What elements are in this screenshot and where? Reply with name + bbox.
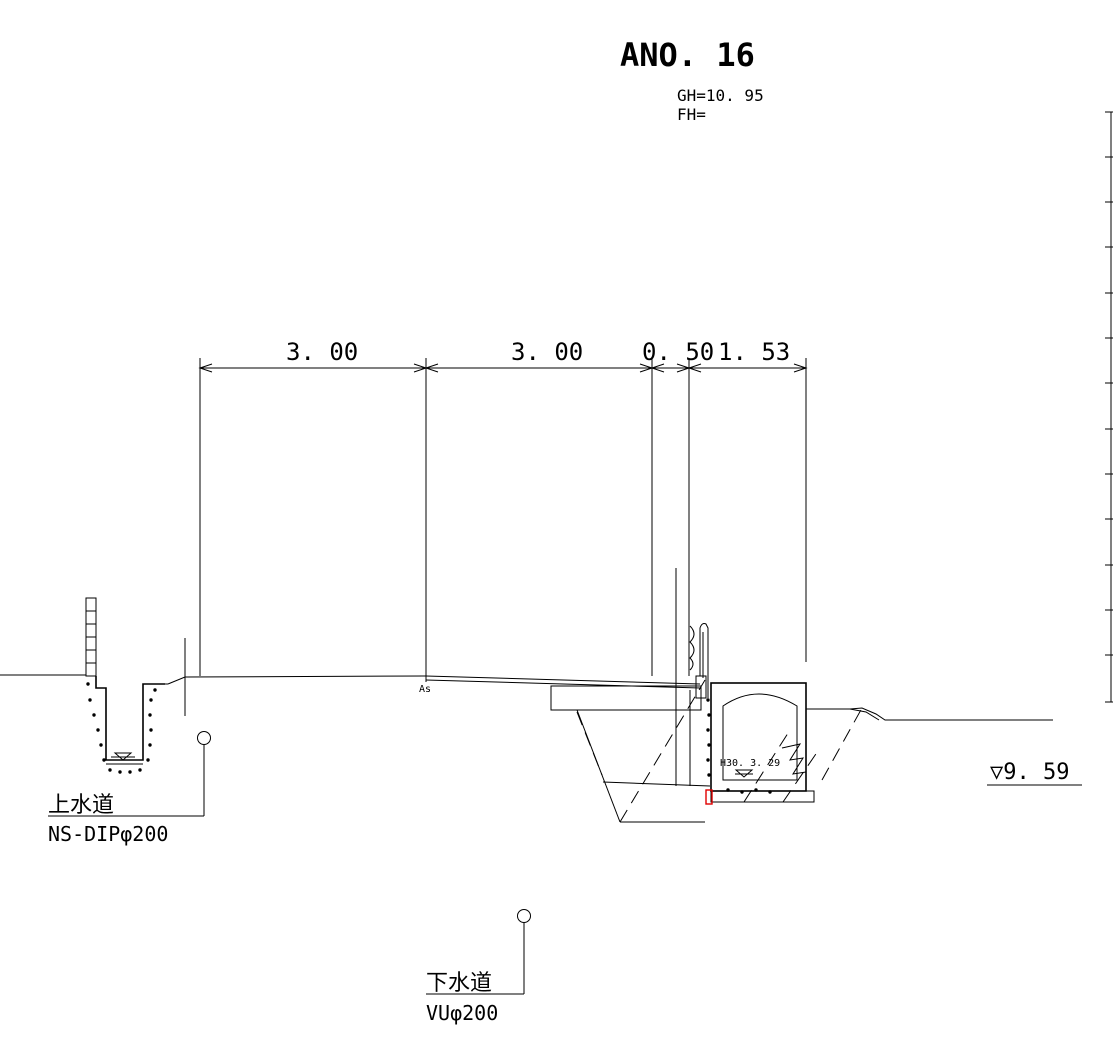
water-main-name: 上水道 xyxy=(48,793,114,818)
dimension-label-2: 3. 00 xyxy=(511,338,583,366)
finish-height-label: FH= xyxy=(677,105,706,124)
road-pavement xyxy=(425,672,701,689)
pavement-label: As xyxy=(419,684,431,695)
dimension-label-3: 0. 50 xyxy=(642,338,714,366)
water-pipe-marker xyxy=(48,731,211,817)
water-level-label: ▽9. 59 xyxy=(990,760,1069,785)
box-culvert xyxy=(705,682,863,805)
water-level-date: H30. 3. 29 xyxy=(720,758,780,769)
water-main-spec: NS-DIPφ200 xyxy=(48,822,168,846)
ground-height-label: GH=10. 95 xyxy=(677,86,764,105)
deck-structure xyxy=(550,568,711,823)
sewer-pipe-marker xyxy=(426,909,531,995)
sewer-main-name: 下水道 xyxy=(426,971,492,996)
side-scale xyxy=(1105,111,1113,703)
sewer-main-spec: VUφ200 xyxy=(426,1001,498,1025)
dimension-chain xyxy=(198,358,808,676)
section-title: ANO. 16 xyxy=(620,36,755,74)
red-marker xyxy=(705,789,713,805)
ground-line-left xyxy=(0,638,427,716)
u-ditch xyxy=(85,597,165,765)
u-ditch-gravel xyxy=(86,682,157,774)
dimension-label-4: 1. 53 xyxy=(718,338,790,366)
ground-line-right xyxy=(806,707,1053,721)
dimension-label-1: 3. 00 xyxy=(286,338,358,366)
culvert-gravel xyxy=(706,698,772,794)
